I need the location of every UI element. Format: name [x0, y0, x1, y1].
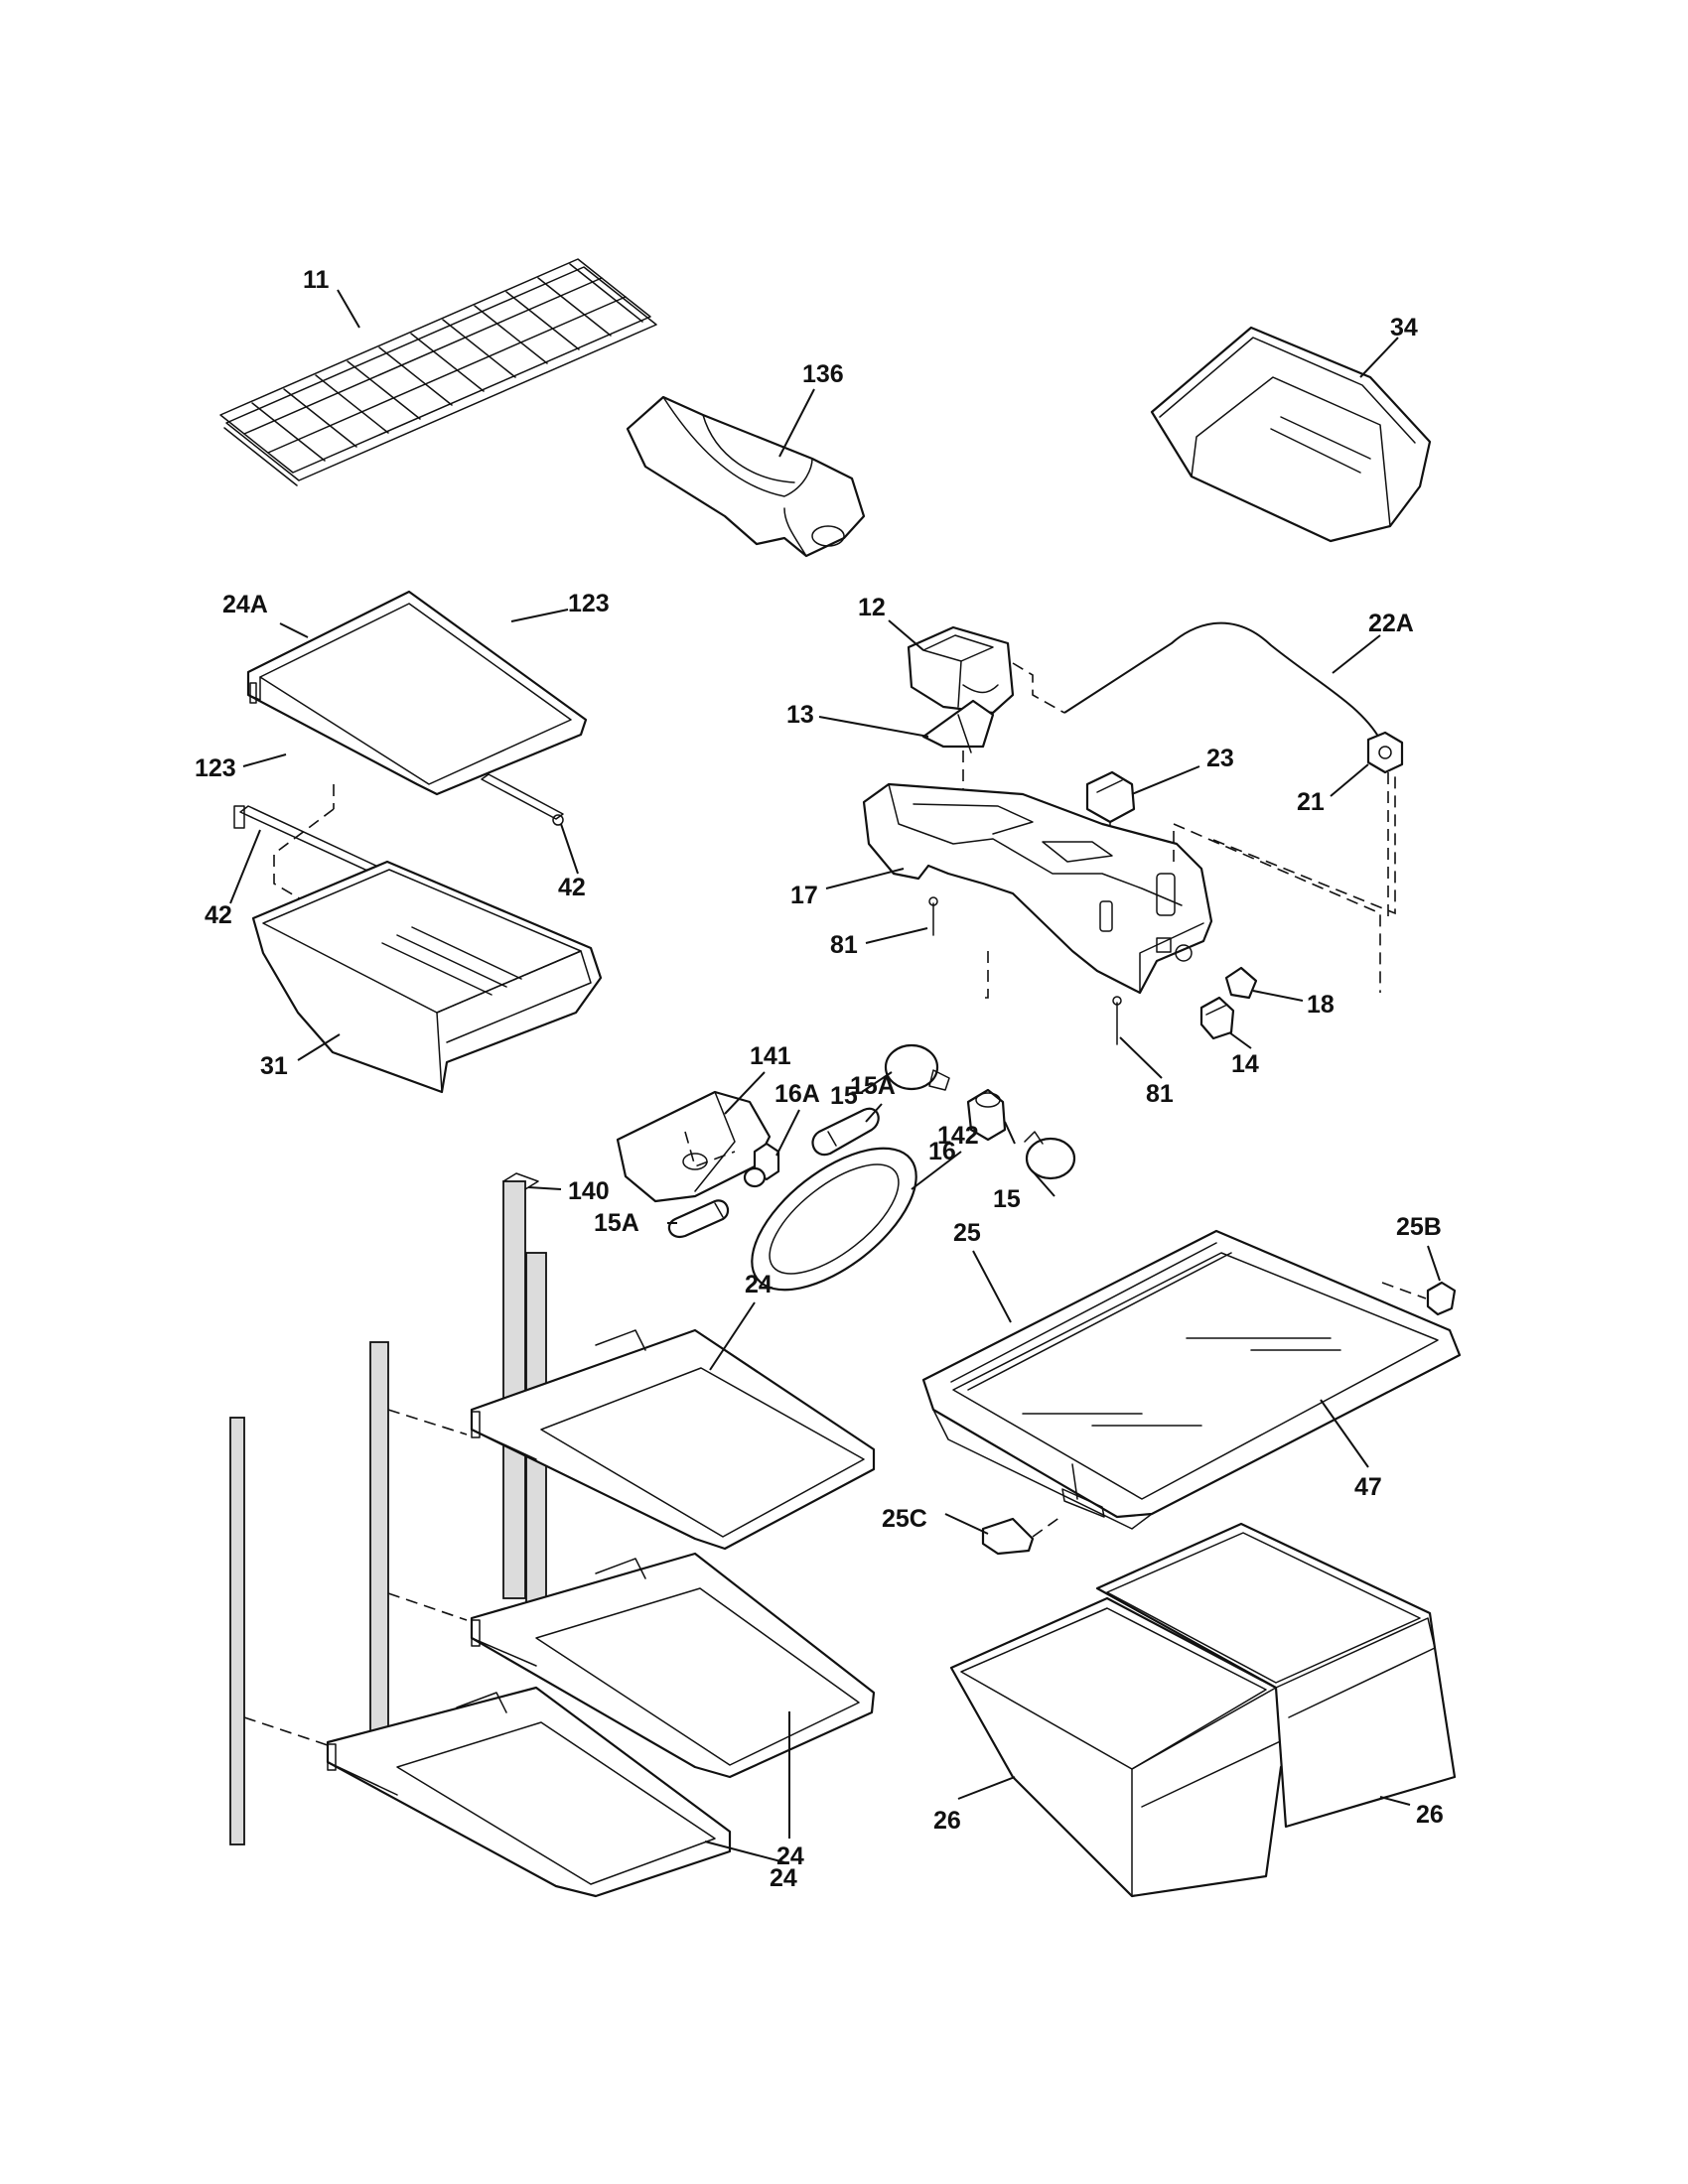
callout-24-middle: 24 — [776, 1843, 804, 1870]
glass-shelf-24-top — [470, 1328, 876, 1551]
callout-26-right: 26 — [1416, 1801, 1444, 1829]
socket-16 — [966, 1088, 1007, 1142]
glass-shelf-24-bottom — [326, 1686, 732, 1898]
callout-24-bottom: 24 — [770, 1864, 797, 1892]
callout-141: 141 — [750, 1042, 791, 1070]
callout-42-left: 42 — [205, 901, 232, 929]
callout-47: 47 — [1354, 1473, 1382, 1501]
crisper-bin-26-right — [1095, 1522, 1457, 1829]
clip-25b — [1381, 1281, 1457, 1316]
bottle-holder-136 — [626, 395, 866, 558]
callout-labels: 11 136 34 24A 123 123 42 42 31 12 22A 13… — [195, 266, 1444, 1892]
callout-26-left: 26 — [933, 1807, 961, 1835]
storage-bin-34 — [1150, 326, 1432, 543]
control-housing-17 — [862, 782, 1213, 995]
callout-81-right: 81 — [1146, 1080, 1174, 1108]
screw-81-right — [1112, 996, 1122, 1045]
callout-23: 23 — [1206, 745, 1234, 772]
shelf-ladder-left-rail — [369, 1341, 389, 1770]
callout-24-top: 24 — [745, 1271, 773, 1298]
callout-15-right: 15 — [993, 1185, 1021, 1213]
callout-16a: 16A — [774, 1080, 820, 1108]
thermostat-21 — [1366, 731, 1404, 774]
slide-rail-42-right — [481, 773, 564, 826]
bulb-15-right — [1024, 1131, 1076, 1180]
callout-18: 18 — [1307, 991, 1335, 1019]
vent-slots — [950, 1242, 1232, 1391]
diffuser-13 — [921, 699, 995, 753]
light-shield-141 — [616, 1090, 772, 1203]
control-cap-12 — [907, 625, 1015, 715]
callout-25b: 25B — [1396, 1213, 1442, 1241]
callout-81-left: 81 — [830, 931, 858, 959]
socket-16a — [743, 1142, 780, 1188]
shelf-ladder-140 — [502, 1172, 547, 1631]
callout-21: 21 — [1297, 788, 1325, 816]
callout-123-left: 123 — [195, 754, 236, 782]
callout-31: 31 — [260, 1052, 288, 1080]
callout-15-left: 15 — [830, 1082, 858, 1110]
callout-34: 34 — [1390, 314, 1418, 341]
callout-11: 11 — [303, 266, 330, 294]
callout-42-right: 42 — [558, 874, 586, 901]
callout-15a-top: 15A — [850, 1072, 896, 1100]
callout-25c: 25C — [882, 1505, 927, 1533]
callout-123-top: 123 — [568, 590, 610, 617]
callout-15a-left: 15A — [594, 1209, 639, 1237]
glass-shelf-24a — [246, 590, 588, 796]
callout-24a: 24A — [222, 591, 268, 618]
clip-25c — [981, 1516, 1061, 1556]
connector-18 — [1224, 966, 1258, 1000]
bulb-15a-top — [811, 1107, 880, 1157]
callout-12: 12 — [858, 594, 886, 621]
light-switch-14 — [1199, 996, 1235, 1040]
bulb-15a-left — [667, 1199, 730, 1239]
screw-81-left — [928, 896, 938, 936]
callout-14: 14 — [1231, 1050, 1259, 1078]
leader-lines — [229, 289, 1441, 1863]
crisper-cover-25 — [921, 1229, 1462, 1530]
callout-25: 25 — [953, 1219, 981, 1247]
callout-16: 16 — [928, 1138, 956, 1165]
bulb-15-left — [884, 1043, 950, 1091]
callout-17: 17 — [790, 882, 818, 909]
callout-22a: 22A — [1368, 610, 1414, 637]
crisper-drawer-31 — [251, 860, 603, 1094]
callout-13: 13 — [786, 701, 814, 729]
glass-shelf-24-middle — [470, 1552, 876, 1779]
callout-140: 140 — [568, 1177, 610, 1205]
capillary-wire-22a — [1063, 621, 1381, 741]
wire-shelf-11 — [219, 258, 657, 486]
callout-142: 142 — [937, 1122, 979, 1150]
shelf-ladder-far-left-rail — [229, 1417, 245, 1845]
light-lens-142 — [751, 1147, 917, 1292]
callout-136: 136 — [802, 360, 844, 388]
